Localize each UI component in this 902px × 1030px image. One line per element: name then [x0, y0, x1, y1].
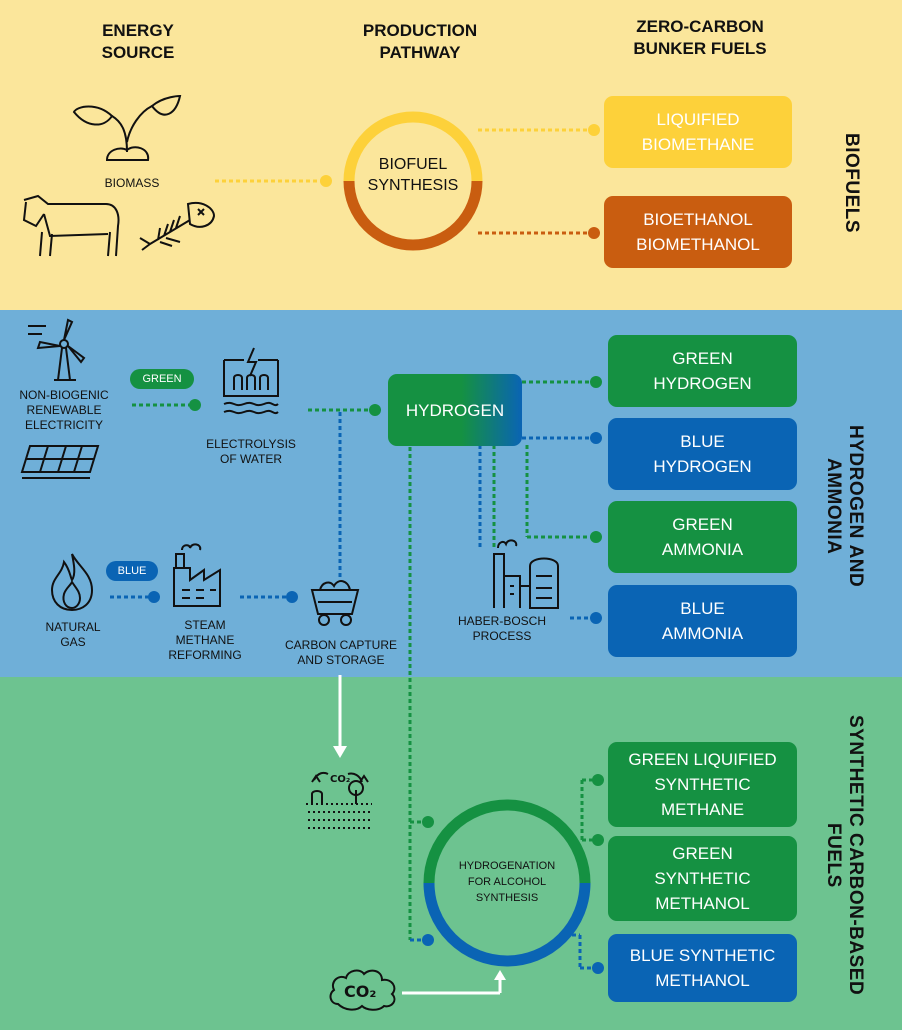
header-energy-source-line2: SOURCE — [101, 43, 175, 62]
label-hydrogenation: HYDROGENATION FOR ALCOHOL SYNTHESIS — [437, 858, 577, 906]
label-renewable-line3: ELECTRICITY — [24, 418, 103, 432]
label-steam-line3: REFORMING — [168, 648, 242, 662]
carbon-storage-icon: CO₂ — [306, 771, 372, 829]
fishbone-icon — [139, 202, 216, 251]
fuel-green-lsm-line1: GREEN LIQUIFIED — [628, 750, 777, 769]
electrolysis-icon — [223, 347, 279, 415]
fuel-green-hydrogen: GREEN HYDROGEN — [608, 335, 797, 407]
label-ccs-line2: AND STORAGE — [297, 653, 385, 667]
pill-blue-text: BLUE — [117, 565, 147, 577]
label-renewable-line2: RENEWABLE — [26, 403, 102, 417]
label-renewable-electricity: NON-BIOGENIC RENEWABLE ELECTRICITY — [2, 388, 126, 433]
solar-panel-icon — [20, 445, 100, 479]
fuel-green-sm-line2: SYNTHETIC — [654, 869, 751, 888]
label-biofuel-synthesis-line1: BIOFUEL — [378, 156, 448, 173]
header-zero-carbon-line1: ZERO-CARBON — [636, 17, 764, 36]
label-hydrogenation-line3: SYNTHESIS — [475, 892, 539, 904]
fuel-blue-h2-line2: HYDROGEN — [653, 457, 752, 476]
header-energy-source: ENERGY SOURCE — [78, 20, 198, 64]
fuel-green-sm-line1: GREEN — [672, 844, 733, 863]
fuel-green-nh3-line2: AMMONIA — [661, 540, 744, 559]
label-biomass-text: BIOMASS — [104, 176, 160, 190]
label-electrolysis-line2: OF WATER — [220, 452, 282, 466]
fuel-green-h2-line2: HYDROGEN — [653, 374, 752, 393]
label-steam-reforming: STEAM METHANE REFORMING — [150, 618, 260, 663]
fuel-lbm-line2: BIOMETHANE — [641, 135, 755, 154]
label-natural-gas-line2: GAS — [60, 635, 86, 649]
label-biofuel-synthesis: BIOFUEL SYNTHESIS — [354, 154, 472, 196]
fuel-green-lsm-line3: METHANE — [660, 800, 745, 819]
plant-icon — [72, 94, 182, 161]
fuel-bioeth-line1: BIOETHANOL — [643, 210, 753, 229]
label-carbon-capture: CARBON CAPTURE AND STORAGE — [266, 638, 416, 668]
fuel-bioeth-line2: BIOMETHANOL — [636, 235, 760, 254]
section-hydrogen-line2: AND AMMONIA — [823, 457, 866, 588]
co2-cloud-label: CO₂ — [344, 982, 376, 1001]
fuel-green-nh3-line1: GREEN — [672, 515, 733, 534]
fuel-green-ammonia: GREEN AMMONIA — [608, 501, 797, 573]
section-synthetic: SYNTHETIC CARBON-BASED FUELS — [822, 688, 866, 1023]
section-synthetic-line2: CARBON-BASED FUELS — [823, 823, 866, 996]
co2-storage-label: CO₂ — [330, 774, 350, 785]
label-haber-line2: PROCESS — [472, 629, 532, 643]
hydrogen-hub-label: HYDROGEN — [405, 400, 505, 420]
haber-bosch-plant-icon — [493, 539, 559, 609]
fuel-green-synthetic-methanol: GREEN SYNTHETIC METHANOL — [608, 836, 797, 921]
label-hydrogenation-line2: FOR ALCOHOL — [467, 876, 547, 888]
label-electrolysis: ELECTROLYSIS OF WATER — [196, 437, 306, 467]
label-biomass: BIOMASS — [82, 176, 182, 191]
label-ccs-line1: CARBON CAPTURE — [284, 638, 397, 652]
section-hydrogen-ammonia: HYDROGEN AND AMMONIA — [822, 390, 866, 622]
header-production-pathway-line1: PRODUCTION — [362, 21, 478, 40]
fuel-blue-h2-line1: BLUE — [680, 432, 725, 451]
factory-icon — [173, 543, 221, 607]
fuel-green-liquified-synthetic-methane: GREEN LIQUIFIED SYNTHETIC METHANE — [608, 742, 797, 827]
pill-green: GREEN — [130, 369, 194, 389]
fuel-liquified-biomethane: LIQUIFIED BIOMETHANE — [604, 96, 792, 168]
fuel-green-lsm-line2: SYNTHETIC — [654, 775, 751, 794]
label-steam-line2: METHANE — [175, 633, 235, 647]
header-production-pathway-line2: PATHWAY — [379, 43, 461, 62]
hydrogen-hub: HYDROGEN — [388, 374, 522, 446]
fuel-lbm-line1: LIQUIFIED — [656, 110, 740, 129]
section-hydrogen-line1: HYDROGEN — [845, 424, 866, 539]
co2-cloud-icon: CO₂ — [329, 969, 396, 1011]
label-haber-line1: HABER-BOSCH — [457, 614, 546, 628]
fuel-blue-hydrogen: BLUE HYDROGEN — [608, 418, 797, 490]
label-biofuel-synthesis-line2: SYNTHESIS — [367, 177, 459, 194]
header-energy-source-line1: ENERGY — [102, 21, 174, 40]
label-natural-gas-line1: NATURAL — [45, 620, 101, 634]
label-renewable-line1: NON-BIOGENIC — [19, 388, 109, 402]
section-synthetic-line1: SYNTHETIC — [845, 715, 866, 828]
fuel-blue-ammonia: BLUE AMMONIA — [608, 585, 797, 657]
pill-blue: BLUE — [106, 561, 158, 581]
header-zero-carbon-fuels: ZERO-CARBON BUNKER FUELS — [600, 16, 800, 60]
coal-cart-icon — [310, 580, 360, 626]
header-production-pathway: PRODUCTION PATHWAY — [330, 20, 510, 64]
section-biofuels-text: BIOFUELS — [841, 132, 862, 234]
flame-icon — [50, 553, 94, 612]
wind-turbine-icon — [28, 318, 86, 381]
label-hydrogenation-line1: HYDROGENATION — [458, 860, 556, 872]
cow-icon — [22, 194, 120, 257]
section-biofuels: BIOFUELS — [840, 108, 862, 258]
pill-green-text: GREEN — [142, 373, 182, 385]
fuel-blue-synthetic-methanol: BLUE SYNTHETIC METHANOL — [608, 934, 797, 1002]
label-steam-line1: STEAM — [184, 618, 226, 632]
fuel-blue-sm-line1: BLUE SYNTHETIC — [629, 946, 776, 965]
header-zero-carbon-line2: BUNKER FUELS — [633, 39, 767, 58]
fuel-green-h2-line1: GREEN — [672, 349, 733, 368]
fuel-bioethanol-biomethanol: BIOETHANOL BIOMETHANOL — [604, 196, 792, 268]
label-natural-gas: NATURAL GAS — [28, 620, 118, 650]
fuel-blue-nh3-line2: AMMONIA — [661, 624, 744, 643]
fuel-blue-nh3-line1: BLUE — [680, 599, 725, 618]
fuel-green-sm-line3: METHANOL — [655, 894, 750, 913]
fuel-blue-sm-line2: METHANOL — [655, 971, 750, 990]
label-haber-bosch: HABER-BOSCH PROCESS — [440, 614, 564, 644]
label-electrolysis-line1: ELECTROLYSIS — [206, 437, 296, 451]
